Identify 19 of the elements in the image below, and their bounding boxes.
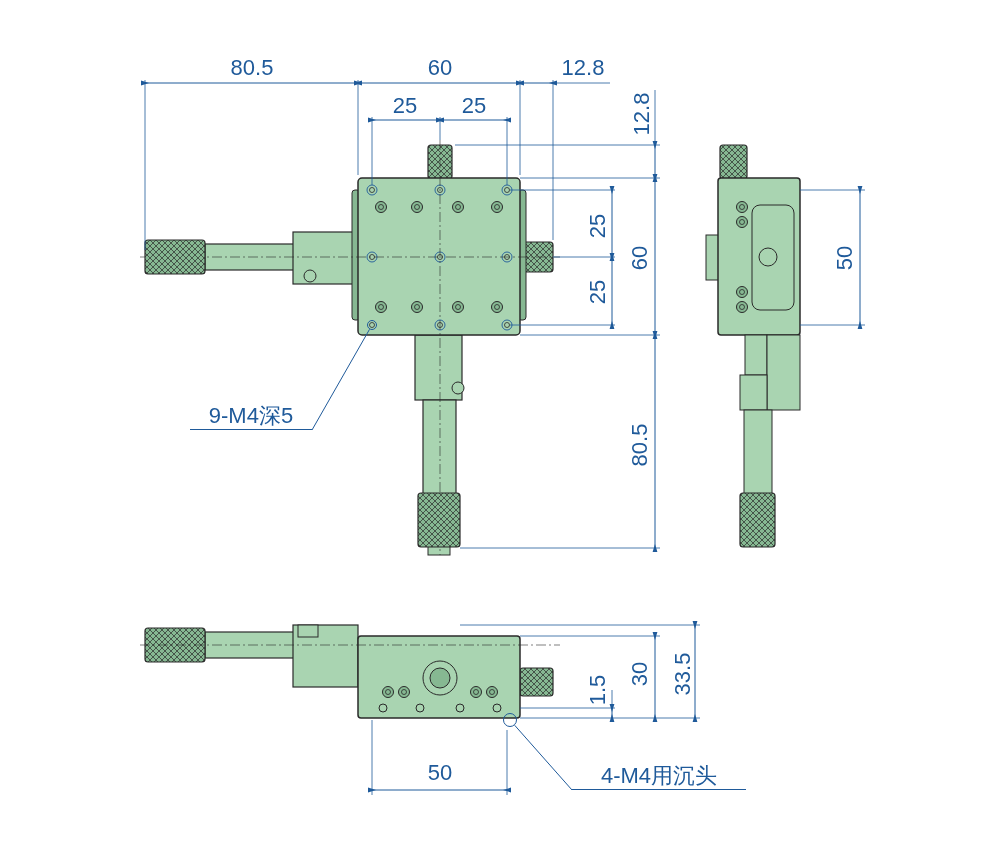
dimension-value: 50 — [427, 762, 453, 784]
dimension-value: 30 — [629, 661, 651, 687]
dimension-value: 60 — [427, 57, 453, 79]
dimension-value: 25 — [392, 95, 418, 117]
dimension-value: 50 — [834, 245, 856, 271]
callout-text: 9-M4深5 — [208, 405, 294, 429]
leader-line — [311, 328, 370, 431]
dimension-value: 25 — [587, 213, 609, 239]
dimension-value: 12.8 — [631, 92, 653, 136]
dimension-value: 1.5 — [587, 674, 609, 706]
dimension-value: 33.5 — [672, 652, 694, 696]
dimension-value: 80.5 — [230, 57, 274, 79]
dimension-value: 12.8 — [561, 57, 605, 79]
leader-line — [514, 724, 573, 791]
callout-text: 4-M4用沉头 — [600, 765, 718, 789]
dimension-value: 60 — [629, 245, 651, 271]
dimension-value: 80.5 — [629, 423, 651, 467]
dimension-value: 25 — [587, 279, 609, 305]
dimension-value: 25 — [461, 95, 487, 117]
